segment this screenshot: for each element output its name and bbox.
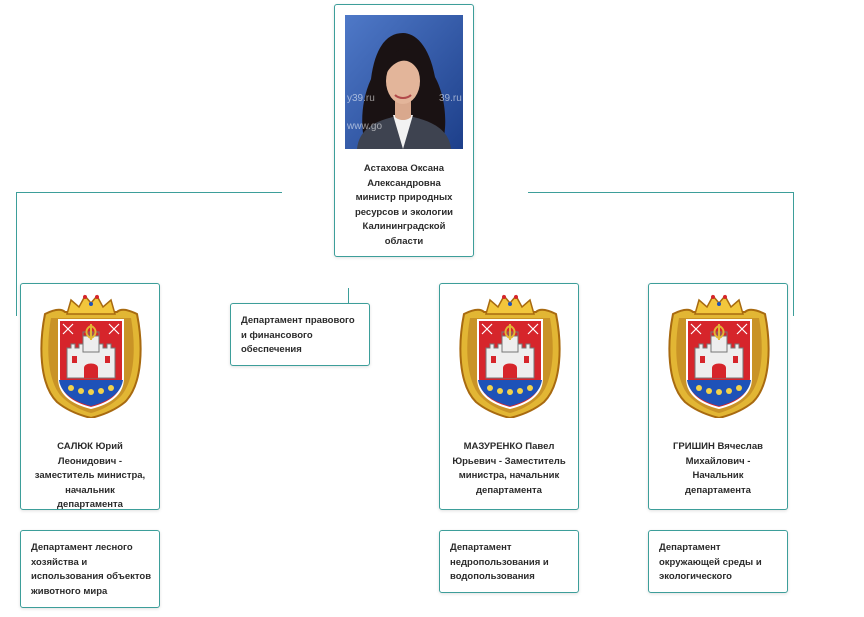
department-label: Департамент правового и финансового обес… — [241, 315, 355, 355]
deputy-name: МАЗУРЕНКО Павел Юрьевич - Заместитель ми… — [452, 441, 566, 496]
photo-watermark-bottom: www.go — [347, 121, 383, 132]
minister-card[interactable]: y39.ru 39.ru www.go Астахова Оксана Алек… — [334, 4, 474, 257]
department-label: Департамент окружающей среды и экологиче… — [659, 542, 762, 582]
deputy-card-mazurenko[interactable]: МАЗУРЕНКО Павел Юрьевич - Заместитель ми… — [439, 283, 579, 510]
kaliningrad-coat-of-arms-icon — [37, 294, 145, 418]
department-card-subsoil-water[interactable]: Департамент недропользования и водопольз… — [439, 530, 579, 593]
minister-name: Астахова Оксана Александровна министр пр… — [354, 163, 454, 247]
kaliningrad-coat-of-arms-icon — [456, 294, 564, 418]
department-card-environment[interactable]: Департамент окружающей среды и экологиче… — [648, 530, 788, 593]
department-card-forestry[interactable]: Департамент лесного хозяйства и использо… — [20, 530, 160, 608]
kaliningrad-coat-of-arms-icon — [665, 294, 773, 418]
department-label: Департамент недропользования и водопольз… — [450, 542, 549, 582]
deputy-name: ГРИШИН Вячеслав Михайлович - Начальник д… — [673, 441, 763, 496]
department-card-legal-finance[interactable]: Департамент правового и финансового обес… — [230, 303, 370, 366]
connector-left-vertical — [16, 192, 17, 316]
deputy-card-saliuk[interactable]: САЛЮК Юрий Леонидович - заместитель мини… — [20, 283, 160, 510]
photo-watermark-left: y39.ru — [347, 93, 375, 104]
deputy-name: САЛЮК Юрий Леонидович - заместитель мини… — [34, 441, 146, 510]
department-label: Департамент лесного хозяйства и использо… — [31, 542, 152, 597]
minister-photo: y39.ru 39.ru www.go — [345, 15, 463, 149]
connector-right-horizontal — [528, 192, 794, 193]
connector-right-vertical — [793, 192, 794, 316]
photo-watermark-right: 39.ru — [439, 93, 462, 104]
connector-left-horizontal — [16, 192, 282, 193]
connector-center-vertical — [348, 288, 349, 306]
deputy-card-grishin[interactable]: ГРИШИН Вячеслав Михайлович - Начальник д… — [648, 283, 788, 510]
